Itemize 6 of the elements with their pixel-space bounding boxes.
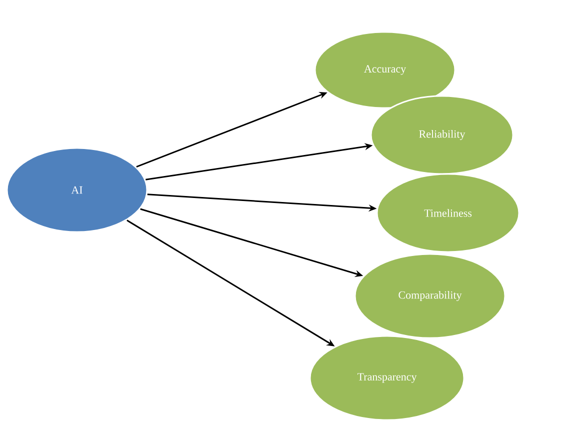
ellipse-node: Timeliness bbox=[376, 173, 520, 253]
ellipse-node: Accuracy bbox=[314, 31, 456, 109]
ellipse-node: Reliability bbox=[370, 95, 514, 175]
ellipse-node: Comparability bbox=[354, 253, 506, 339]
ellipse-node: Transparency bbox=[309, 335, 465, 421]
ellipse-node: AI bbox=[6, 147, 148, 233]
